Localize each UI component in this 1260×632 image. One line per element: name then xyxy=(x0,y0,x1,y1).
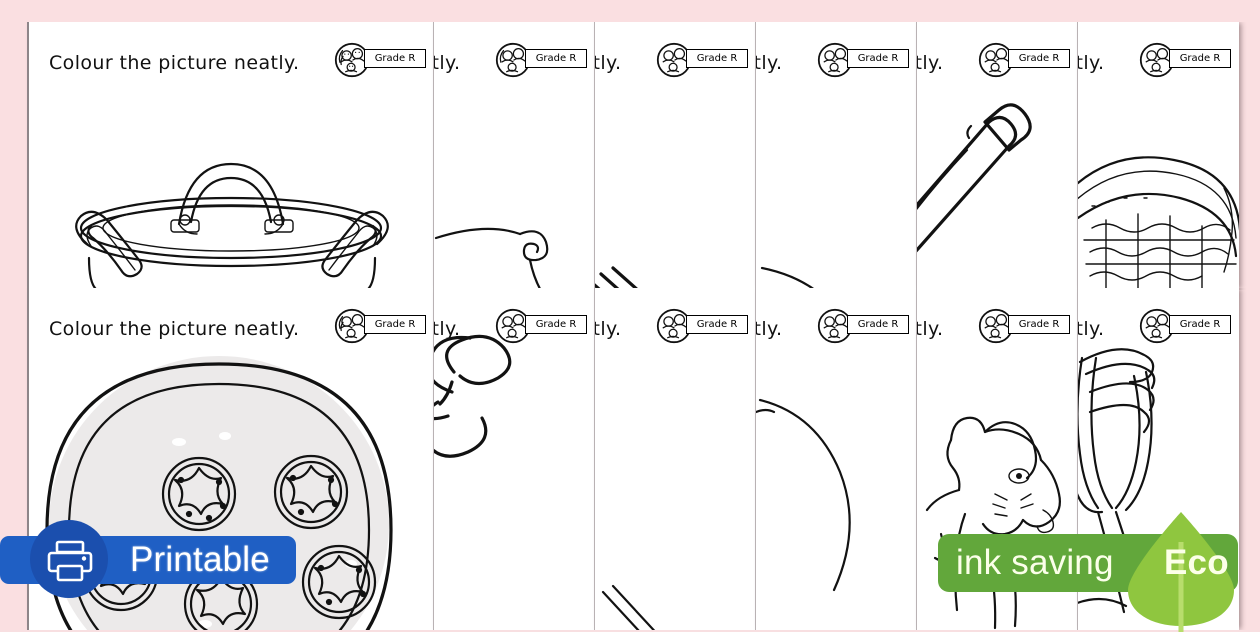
brand-badge: Grade R xyxy=(656,308,756,344)
artwork-diagonal-lines xyxy=(595,334,756,630)
artwork-pen xyxy=(917,68,1078,290)
page-header: Colour the picture neatly. Grade R xyxy=(917,288,1078,344)
page-header: Colour the picture neatly. Grade R xyxy=(756,288,917,344)
brand-badge: Grade R xyxy=(1139,308,1239,344)
brand-badge: Grade R xyxy=(334,308,434,344)
grade-label: Grade R xyxy=(525,49,587,68)
brand-badge: Grade R xyxy=(495,308,595,344)
page-title: Colour the picture neatly. xyxy=(916,52,944,74)
twinkl-family-logo-icon xyxy=(978,42,1014,78)
brand-badge: Grade R xyxy=(656,42,756,78)
artwork-piped-icing-swirl xyxy=(434,334,595,630)
artwork-woven-basket xyxy=(1078,68,1239,290)
page-header: Colour the picture neatly. Grade R xyxy=(1078,288,1239,344)
leaf-icon xyxy=(1128,512,1234,632)
printable-badge[interactable]: Printable xyxy=(0,520,296,598)
eco-label-secondary: Eco xyxy=(1164,543,1229,582)
page-title: Colour the picture neatly. xyxy=(433,318,461,340)
brand-badge: Grade R xyxy=(334,42,434,78)
twinkl-family-logo-icon xyxy=(495,308,531,344)
worksheet-page-top-2[interactable]: Colour the picture neatly. Grade R xyxy=(433,22,595,290)
grade-label: Grade R xyxy=(364,315,426,334)
page-title: Colour the picture neatly. xyxy=(755,52,783,74)
page-header: Colour the picture neatly. Grade R xyxy=(434,22,595,78)
page-header: Colour the picture neatly. Grade R xyxy=(29,288,434,344)
brand-badge: Grade R xyxy=(817,42,917,78)
printer-icon xyxy=(47,540,93,582)
grade-label: Grade R xyxy=(1008,315,1070,334)
brand-badge: Grade R xyxy=(978,42,1078,78)
eco-badge[interactable]: ink saving Eco xyxy=(938,512,1260,632)
page-header: Colour the picture neatly. Grade R xyxy=(595,288,756,344)
grade-label: Grade R xyxy=(686,49,748,68)
twinkl-family-logo-icon xyxy=(334,42,370,78)
worksheet-page-top-3[interactable]: Colour the picture neatly. Grade R xyxy=(594,22,756,290)
grade-label: Grade R xyxy=(364,49,426,68)
page-header: Colour the picture neatly. Grade R xyxy=(595,22,756,78)
eco-label-primary: ink saving xyxy=(956,543,1114,582)
artwork-blank-curve xyxy=(756,68,917,290)
page-title: Colour the picture neatly. xyxy=(49,318,300,340)
artwork-pen-nib-lines xyxy=(595,68,756,290)
page-title: Colour the picture neatly. xyxy=(1077,52,1105,74)
page-header: Colour the picture neatly. Grade R xyxy=(1078,22,1239,78)
printable-label: Printable xyxy=(130,540,270,579)
grade-label: Grade R xyxy=(1169,315,1231,334)
twinkl-family-logo-icon xyxy=(334,308,370,344)
worksheet-page-bottom-3[interactable]: Colour the picture neatly. Grade R xyxy=(594,288,756,630)
worksheet-page-bottom-2[interactable]: Colour the picture neatly. Grade R xyxy=(433,288,595,630)
grade-label: Grade R xyxy=(847,49,909,68)
worksheet-page-top-4[interactable]: Colour the picture neatly. Grade R xyxy=(755,22,917,290)
grade-label: Grade R xyxy=(1169,49,1231,68)
grade-label: Grade R xyxy=(847,315,909,334)
brand-badge: Grade R xyxy=(495,42,595,78)
page-header: Colour the picture neatly. Grade R xyxy=(434,288,595,344)
artwork-pot-with-lid xyxy=(29,68,434,290)
page-title: Colour the picture neatly. xyxy=(433,52,461,74)
page-title: Colour the picture neatly. xyxy=(594,52,622,74)
twinkl-family-logo-icon xyxy=(495,42,531,78)
page-header: Colour the picture neatly. Grade R xyxy=(917,22,1078,78)
twinkl-family-logo-icon xyxy=(817,42,853,78)
page-header: Colour the picture neatly. Grade R xyxy=(29,22,434,78)
worksheet-page-top-5[interactable]: Colour the picture neatly. Grade R xyxy=(916,22,1078,290)
twinkl-family-logo-icon xyxy=(656,308,692,344)
twinkl-family-logo-icon xyxy=(978,308,1014,344)
grade-label: Grade R xyxy=(525,315,587,334)
page-header: Colour the picture neatly. Grade R xyxy=(756,22,917,78)
page-title: Colour the picture neatly. xyxy=(916,318,944,340)
page-title: Colour the picture neatly. xyxy=(49,52,300,74)
worksheet-page-top-6[interactable]: Colour the picture neatly. Grade R xyxy=(1077,22,1239,290)
page-title: Colour the picture neatly. xyxy=(755,318,783,340)
brand-badge: Grade R xyxy=(1139,42,1239,78)
page-title: Colour the picture neatly. xyxy=(1077,318,1105,340)
artwork-kettle-spout xyxy=(434,68,595,290)
twinkl-family-logo-icon xyxy=(656,42,692,78)
worksheet-page-top-1[interactable]: Colour the picture neatly. Grade R xyxy=(27,22,435,290)
grade-label: Grade R xyxy=(686,315,748,334)
brand-badge: Grade R xyxy=(978,308,1078,344)
brand-badge: Grade R xyxy=(817,308,917,344)
worksheet-page-bottom-4[interactable]: Colour the picture neatly. Grade R xyxy=(755,288,917,630)
grade-label: Grade R xyxy=(1008,49,1070,68)
artwork-balloon-curve xyxy=(756,334,917,630)
worksheet-row-top: Colour the picture neatly. Grade R xyxy=(0,22,1260,290)
page-title: Colour the picture neatly. xyxy=(594,318,622,340)
